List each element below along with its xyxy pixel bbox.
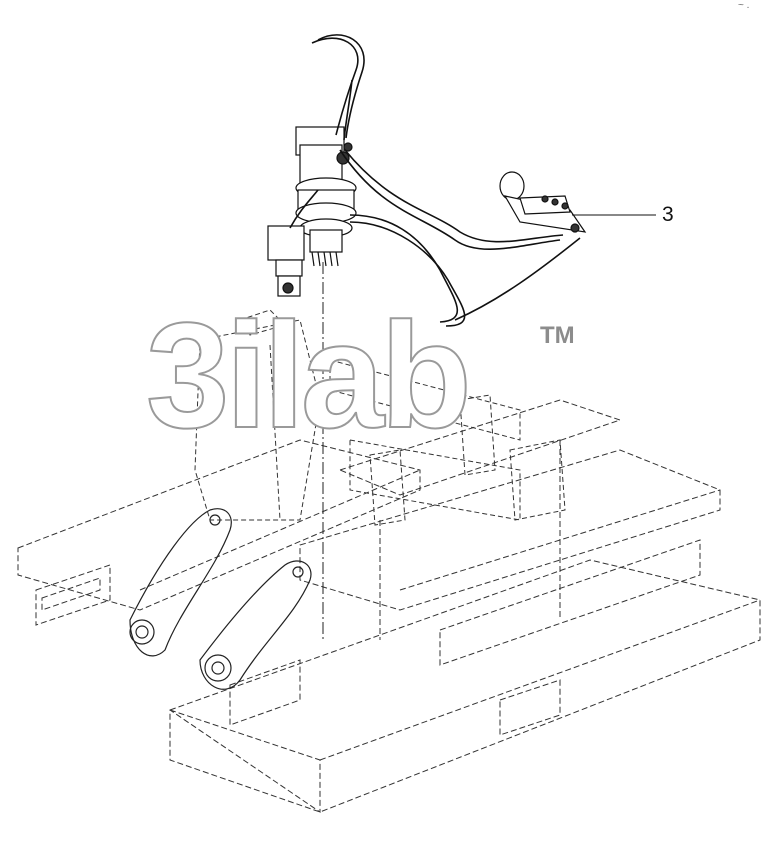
lower-frame <box>17 399 761 813</box>
corner-mark: ~ . <box>738 0 750 11</box>
upper-structure <box>194 309 566 526</box>
watermark-trademark: TM <box>540 322 575 349</box>
brake-valve <box>267 225 305 297</box>
hydraulic-hoses <box>289 34 581 327</box>
watermark-logo: 3ilab <box>145 291 473 459</box>
boom-bracket <box>129 508 312 690</box>
pilot-valve-unit <box>499 171 587 233</box>
callout-label-3: 3 <box>662 203 674 226</box>
swing-motor <box>295 126 357 267</box>
